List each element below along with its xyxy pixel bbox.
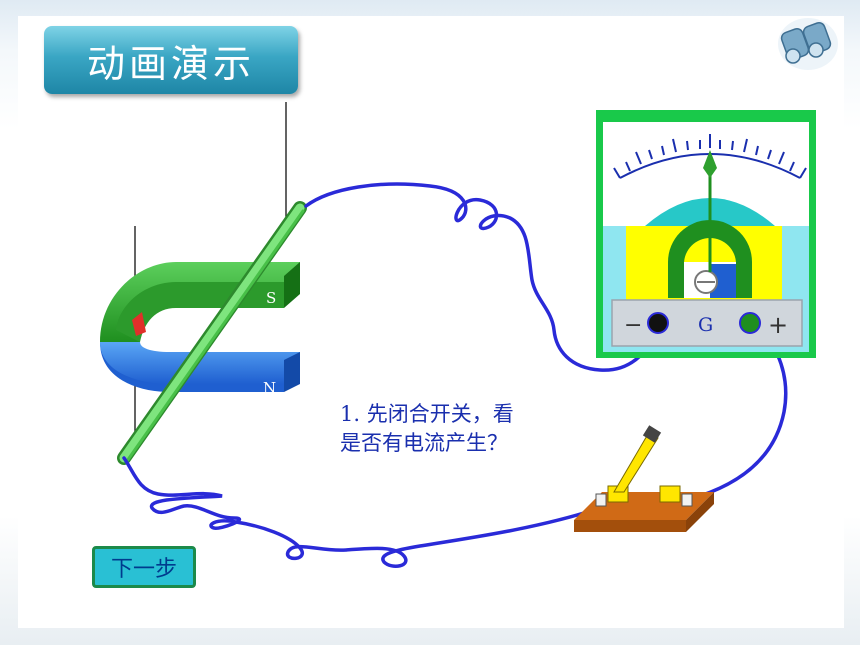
binoculars-icon [778, 18, 838, 70]
instruction-text: 1. 先闭合开关，看 是否有电流产生？ [340, 400, 580, 458]
pole-label-n: N [263, 379, 276, 397]
galvanometer: − G + [596, 110, 816, 358]
meter-label-g: G [698, 314, 713, 336]
terminal-plus-label: + [768, 311, 788, 339]
next-step-button[interactable]: 下一步 [92, 546, 196, 588]
conductor-rod [117, 201, 307, 465]
next-step-label: 下一步 [110, 557, 177, 582]
instruction-line-2: 是否有电流产生？ [340, 431, 508, 455]
pole-label-s: S [266, 289, 276, 307]
horseshoe-magnet: S N [100, 262, 300, 397]
terminal-minus-label: − [624, 313, 642, 338]
meter-needle [703, 150, 717, 178]
terminal-plus [739, 312, 761, 334]
terminal-minus [647, 312, 669, 334]
title-banner: 动画演示 [44, 26, 298, 94]
instruction-line-1: 1. 先闭合开关，看 [340, 402, 514, 426]
knife-switch[interactable] [574, 425, 714, 532]
page-title: 动画演示 [86, 41, 255, 86]
meter-scale [613, 134, 807, 179]
